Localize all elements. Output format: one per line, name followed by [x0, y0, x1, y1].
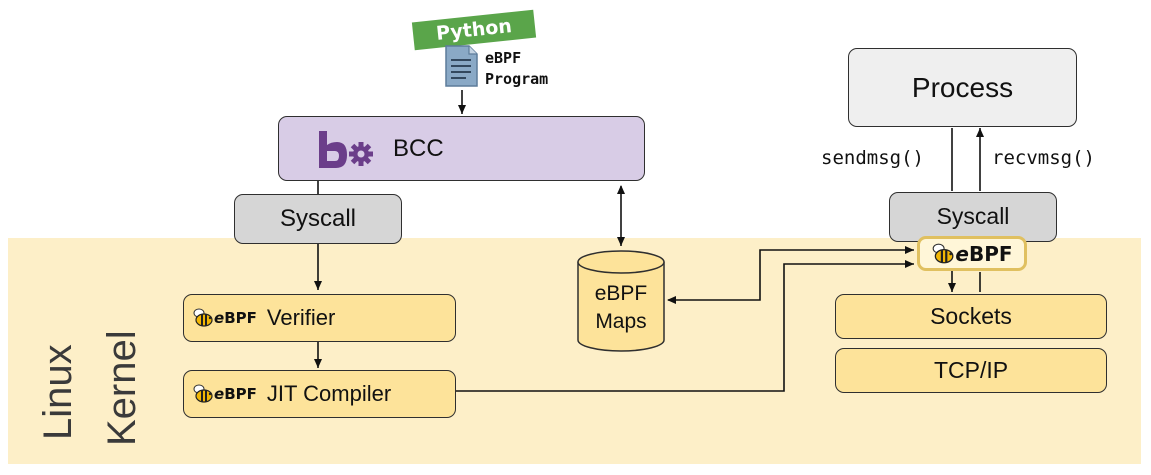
file-icon: [445, 45, 478, 87]
right-syscall-box: Syscall: [889, 192, 1057, 242]
verifier-logo-bpf: BPF: [224, 309, 257, 327]
maps-label: eBPF Maps: [578, 280, 664, 336]
sockets-label: Sockets: [930, 303, 1012, 329]
tcpip-box: TCP/IP: [835, 348, 1107, 393]
bcc-gear-icon: [319, 130, 373, 168]
arrow-maps-hook: [667, 246, 914, 304]
bcc-box: BCC: [278, 116, 645, 181]
left-syscall-box: Syscall: [234, 194, 402, 244]
right-syscall-label: Syscall: [936, 203, 1010, 229]
maps-label-line2: Maps: [595, 310, 647, 333]
bee-icon: [193, 384, 213, 403]
verifier-label: Verifier: [266, 305, 336, 330]
maps-label-line1: eBPF: [594, 282, 648, 305]
verifier-logo-e: e: [214, 309, 225, 327]
sockets-box: Sockets: [835, 294, 1107, 339]
bee-icon: [933, 243, 954, 263]
bee-icon: [193, 308, 213, 327]
hook-logo-bpf: BPF: [969, 241, 1013, 266]
maps-cylinder: [577, 250, 665, 352]
file-caption-line2: Program: [485, 70, 549, 88]
process-box: Process: [848, 48, 1077, 127]
file-caption-line1: eBPF: [485, 49, 522, 67]
process-label: Process: [911, 71, 1014, 103]
hook-logo-e: e: [955, 241, 969, 266]
jit-logo-bpf: BPF: [224, 385, 257, 403]
jit-logo-e: e: [214, 385, 225, 403]
left-syscall-label: Syscall: [279, 205, 357, 232]
tcpip-label: TCP/IP: [933, 357, 1009, 383]
recvmsg-label: recvmsg(): [992, 147, 1095, 169]
jit-label: JIT Compiler: [266, 381, 392, 406]
sendmsg-label: sendmsg(): [821, 147, 924, 169]
file-caption: eBPF Program: [485, 48, 548, 90]
bcc-label: BCC: [393, 134, 444, 162]
